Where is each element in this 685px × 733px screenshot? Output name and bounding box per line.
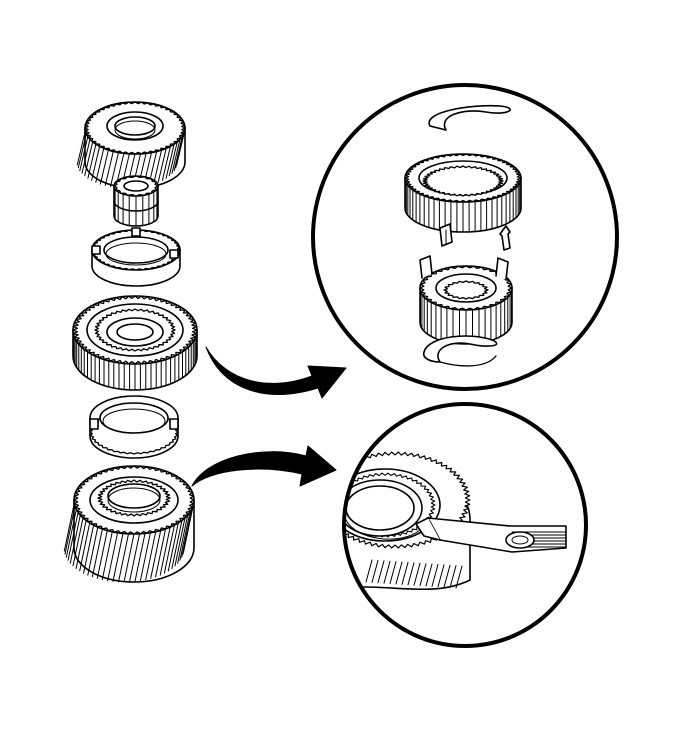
exploded-gear-stack	[63, 101, 198, 583]
callout-arrow-lower	[191, 445, 337, 487]
sleeve-teeth-face	[404, 180, 522, 233]
key-spring	[499, 225, 511, 251]
ring-lug-0	[89, 418, 99, 430]
hub-groove	[113, 200, 159, 212]
hub-inner-splines	[443, 280, 489, 300]
hub-slot-left	[419, 255, 433, 279]
gear-helical-teeth	[365, 559, 463, 589]
helical-teeth	[63, 502, 195, 583]
hub-bore	[123, 180, 149, 192]
sleeve-bore	[116, 323, 154, 341]
detail-circle-upper	[311, 83, 619, 391]
synchronizer-parts	[404, 104, 522, 367]
callout-arrow-upper	[205, 346, 347, 399]
ring-inner	[103, 236, 169, 264]
hub-teeth-face	[420, 290, 512, 345]
snap-ring-top	[428, 104, 511, 131]
small-splined-hub	[113, 175, 159, 227]
synchronizer-sleeve-gear	[72, 295, 198, 391]
gauge-pivot	[505, 531, 535, 549]
hub-slot-right	[495, 257, 509, 281]
detail-circle-lower	[342, 402, 588, 648]
sleeve-inner-splines	[422, 165, 504, 197]
blocker-ring-upper	[91, 227, 181, 287]
snap-ring-bottom	[422, 335, 498, 363]
gear-bore	[114, 116, 156, 136]
blocker-ring-lower	[89, 395, 179, 459]
ring-lug-1	[169, 418, 179, 430]
ring-lug-2	[131, 227, 141, 237]
clearance-check-parts	[345, 451, 567, 591]
sleeve-gear-face-teeth	[72, 332, 198, 391]
blocker-ring-clearance-detail	[342, 402, 588, 648]
feeler-gauge	[415, 517, 567, 553]
synchronizer-sleeve	[404, 153, 522, 233]
synchronizer-assembly-detail	[311, 83, 619, 391]
gauge-blade	[415, 517, 441, 541]
synchronizer-hub	[419, 255, 513, 345]
blocker-ring-inner	[345, 485, 415, 531]
ring-lug-1	[169, 249, 179, 259]
ring-lug-0	[91, 245, 101, 255]
helical-gear-top	[76, 101, 186, 189]
helical-gear-bottom	[63, 465, 195, 583]
